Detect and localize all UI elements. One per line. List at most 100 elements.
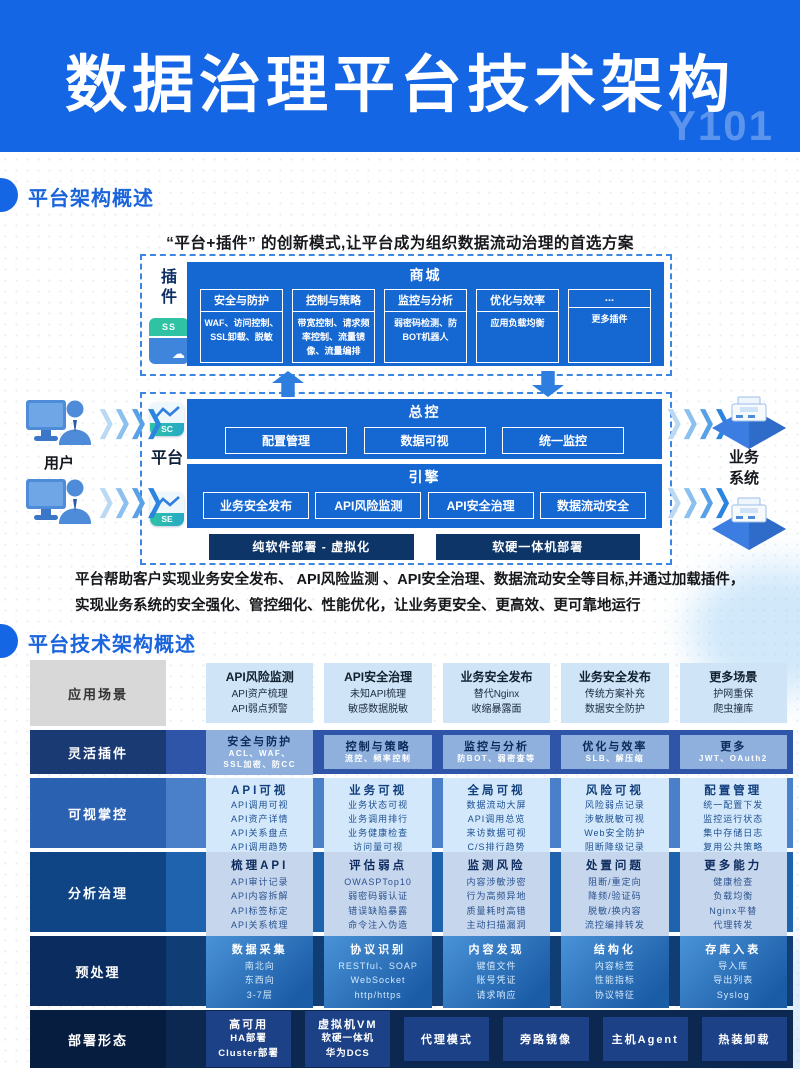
mall-card-body: 带宽控制、请求频率控制、流量镜像、流量编排 xyxy=(297,318,370,356)
feature-card-item: 东西向 xyxy=(244,975,275,986)
feature-card-item: 敏感数据脱敏 xyxy=(348,704,409,715)
engine-item: API安全治理 xyxy=(427,492,534,519)
user-workstation-icon xyxy=(26,477,92,534)
feature-card-item: 华为DCS xyxy=(325,1047,370,1059)
mall-card-title: 监控与分析 xyxy=(385,290,466,312)
mall-card-title: 安全与防护 xyxy=(201,290,282,312)
header-watermark: Y101 xyxy=(667,102,774,149)
feature-card-title: 业务安全发布 xyxy=(460,670,533,684)
feature-card-item: 护网重保 xyxy=(713,689,754,700)
mall-card-title: 控制与策略 xyxy=(293,290,374,312)
feature-card-item: 风险弱点记录 xyxy=(584,800,645,810)
feature-card-item: C/S排行趋势 xyxy=(467,841,526,852)
feature-card-item: 涉敏脱敏可视 xyxy=(584,813,645,824)
business-systems-label: 业务系统 xyxy=(728,449,759,487)
feature-card-item: 业务调用排行 xyxy=(348,813,409,824)
feature-card-title: API可视 xyxy=(231,785,289,797)
mall-card-body: 应用负载均衡 xyxy=(490,318,545,328)
feature-card-item: 内容标签 xyxy=(594,961,635,971)
engine-item: 业务安全发布 xyxy=(203,492,309,519)
plugin-store-icon: SS xyxy=(149,318,189,364)
feature-card-item: 防BOT、弱密查等 xyxy=(457,754,536,764)
feature-card-item: 来访数据可视 xyxy=(466,827,527,838)
feature-card-title: 存库入表 xyxy=(705,944,762,956)
feature-card-item: 传统方案补充 xyxy=(584,689,645,700)
feature-card-item: 复用公共策略 xyxy=(703,841,764,852)
control-item: 配置管理 xyxy=(225,427,347,454)
feature-card: 处置问题阻断/重定向降频/验证码脱敏/换内容流控编排转发 xyxy=(561,852,669,939)
feature-card-item: Web安全防护 xyxy=(584,827,646,838)
feature-card-item: 质量耗时高错 xyxy=(466,905,527,916)
feature-card-title: 更多能力 xyxy=(704,860,763,872)
feature-card: 监控与分析防BOT、弱密查等 xyxy=(442,735,551,770)
platform-side-label: 平台 xyxy=(150,450,183,467)
feature-card-item: 脱敏/换内容 xyxy=(588,905,642,916)
feature-card-title: 处置问题 xyxy=(585,860,644,872)
control-item: 数据可视 xyxy=(363,427,486,454)
feature-card-item: API调用可视 xyxy=(230,800,289,810)
feature-card-item: 弱密码弱认证 xyxy=(348,891,409,902)
feature-card-item: 访问量可视 xyxy=(353,841,404,852)
feature-card-item: 替代Nginx xyxy=(473,689,520,700)
feature-card: 热装卸载 xyxy=(701,1017,787,1061)
feature-card: 内容发现键值文件账号凭证请求响应 xyxy=(442,936,551,1009)
mall-plugin-card: ...更多插件 xyxy=(568,289,651,363)
user-workstation-icon xyxy=(26,398,92,455)
feature-card-title: 主机Agent xyxy=(611,1033,679,1046)
feature-card-item: 行为高频异地 xyxy=(466,891,527,902)
feature-card-item: API调用趋势 xyxy=(230,841,289,852)
feature-card-item: 数据流动大屏 xyxy=(466,800,527,810)
feature-card-item: 健康检查 xyxy=(713,877,754,887)
chevron-flow-icon xyxy=(96,408,160,438)
feature-card-item: API资产详情 xyxy=(230,813,289,824)
feature-card-item: API弱点预警 xyxy=(231,704,288,715)
deployment-bar: 纯软件部署 - 虚拟化 xyxy=(209,534,414,560)
mall-card-body: 弱密码检测、防BOT机器人 xyxy=(393,318,457,342)
feature-card-item: 业务健康检查 xyxy=(348,827,409,838)
mall-card-title: 优化与效率 xyxy=(477,290,558,312)
feature-card-title: API安全治理 xyxy=(344,670,413,684)
mall-plugin-card: 监控与分析弱密码检测、防BOT机器人 xyxy=(384,289,467,363)
feature-card-item: Syslog xyxy=(716,989,750,1000)
cloud-icon xyxy=(149,338,189,364)
users-label: 用户 xyxy=(43,455,74,472)
feature-card-title: 监测风险 xyxy=(467,860,526,872)
feature-card-item: 流控、频率控制 xyxy=(344,754,412,764)
feature-card-item: 南北向 xyxy=(244,961,275,971)
feature-card: 主机Agent xyxy=(602,1017,688,1061)
feature-card-item: 主动扫描漏洞 xyxy=(466,920,527,931)
feature-card-item: 监控运行状态 xyxy=(703,813,764,824)
plugin-box: 插件 SS 商城 安全与防护WAF、访问控制、SSL卸载、脱敏控制与策略带宽控制… xyxy=(140,254,672,376)
feature-card-title: 优化与效率 xyxy=(582,741,648,754)
feature-card-item: SLB、解压缩 xyxy=(585,754,645,764)
feature-card-item: http/https xyxy=(354,989,402,1000)
section1-title: 平台架构概述 xyxy=(28,188,154,210)
feature-card-item: 代理转发 xyxy=(713,920,754,931)
engine-item: API风险监测 xyxy=(315,492,422,519)
feature-card-title: 业务安全发布 xyxy=(578,670,651,684)
feature-card: 结构化内容标签性能指标协议特征 xyxy=(561,936,669,1009)
feature-card-title: 高可用 xyxy=(229,1019,269,1032)
feature-card-item: 降频/验证码 xyxy=(588,891,642,902)
feature-card-item: 导出列表 xyxy=(713,975,754,986)
